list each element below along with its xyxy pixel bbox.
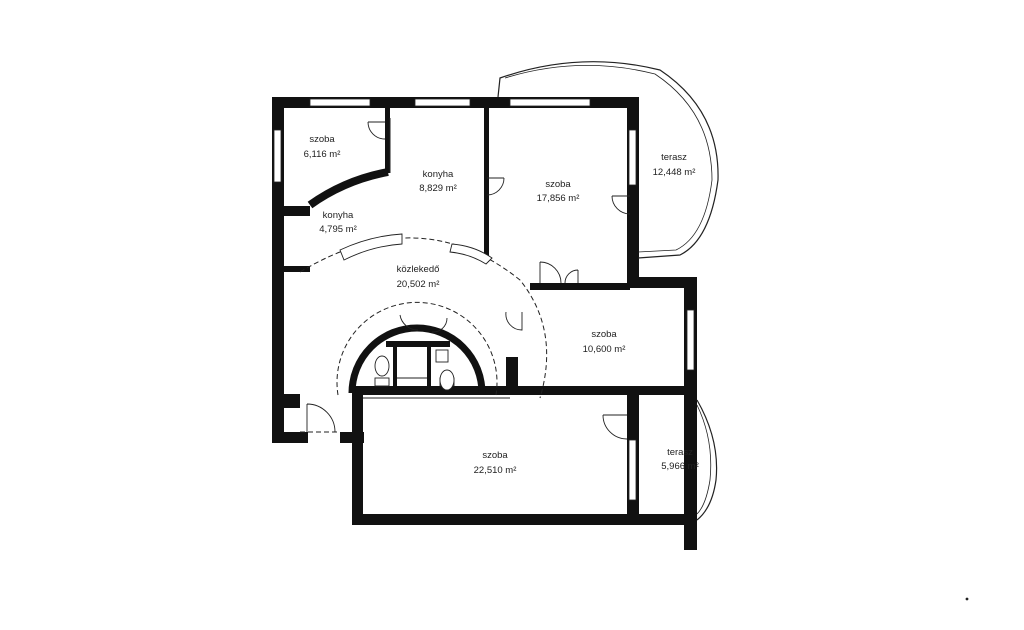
corner-dot	[965, 597, 969, 601]
wall-between-east-rooms	[530, 283, 630, 290]
doors	[306, 121, 631, 440]
room-name-szoba-nw: szoba	[309, 134, 335, 145]
wall-bath-right	[427, 341, 431, 387]
wall-step-east	[627, 277, 697, 288]
door-terrace-se	[602, 414, 628, 440]
wall-south-room-west	[352, 394, 363, 525]
window-west	[273, 129, 282, 183]
wall-stub-west-1	[284, 206, 310, 216]
bath-dashed-arc	[336, 301, 498, 396]
door-terrace-ne	[611, 195, 631, 215]
wall-terrace-se	[684, 514, 697, 550]
counter-curved-left	[339, 233, 403, 261]
corridor-dashed-arc	[299, 237, 548, 399]
room-name-konyha-n: konyha	[423, 169, 454, 180]
wall-west	[272, 97, 284, 443]
door-szoba-nw	[367, 121, 386, 140]
wall-bath-left	[393, 341, 397, 387]
wall-corridor-east-block	[506, 357, 518, 395]
wall-east-lower	[684, 395, 697, 550]
wall-stub-west-2	[284, 266, 310, 272]
room-area-szoba-s: 22,510 m²	[474, 465, 517, 476]
wall-curved-north	[307, 168, 389, 209]
wall-szoba-nw-east	[385, 108, 390, 173]
wall-bath-divider	[386, 341, 450, 347]
windows	[273, 98, 695, 501]
wall-east-upper	[627, 97, 639, 287]
toilet-bowl-left	[374, 355, 390, 377]
door-entrance	[306, 403, 336, 433]
wall-entrance-jamb	[284, 394, 300, 408]
window-north-1	[309, 98, 371, 107]
bath-fixtures	[374, 349, 455, 391]
room-name-terasz-se: terasz	[667, 447, 693, 458]
room-area-szoba-ne: 17,856 m²	[537, 193, 580, 204]
window-east-middle	[686, 309, 695, 371]
room-name-terasz-ne: terasz	[661, 152, 687, 163]
window-north-2	[414, 98, 471, 107]
door-bath-2	[431, 317, 448, 333]
wall-entrance-left	[272, 432, 308, 443]
toilet-tank-left	[374, 377, 390, 387]
room-area-terasz-se: 5,966 m²	[661, 461, 699, 472]
room-labels: szoba 6,116 m² konyha 8,829 m² szoba 17,…	[304, 134, 699, 476]
room-name-szoba-s: szoba	[482, 450, 508, 461]
room-area-szoba-e: 10,600 m²	[583, 344, 626, 355]
wall-bath-pod	[348, 324, 486, 394]
room-area-szoba-nw: 6,116 m²	[304, 149, 341, 160]
window-terrace-se	[628, 439, 637, 501]
room-area-konyha-n: 8,829 m²	[419, 183, 457, 194]
room-name-kozlekedo: közlekedő	[397, 264, 440, 275]
counter-curved-right	[449, 243, 493, 265]
window-east-upper	[628, 129, 637, 186]
door-konyha-east	[486, 177, 505, 196]
room-name-konyha-w: konyha	[323, 210, 354, 221]
room-area-konyha-w: 4,795 m²	[319, 224, 357, 235]
room-name-szoba-ne: szoba	[545, 179, 571, 190]
toilet-bowl-right	[439, 369, 455, 391]
door-bath-1	[399, 314, 419, 331]
room-area-terasz-ne: 12,448 m²	[653, 167, 696, 178]
door-szoba-e-left	[539, 261, 562, 284]
terrace-se-outline-inner	[696, 404, 712, 515]
room-area-kozlekedo: 20,502 m²	[397, 279, 440, 290]
wall-south-room-north	[352, 386, 693, 395]
sink-right	[435, 349, 449, 363]
wall-south	[352, 514, 697, 525]
door-szoba-e-right	[564, 269, 579, 284]
window-north-3	[509, 98, 591, 107]
terrace-ne-outline-inner	[504, 65, 713, 253]
room-name-szoba-e: szoba	[591, 329, 617, 340]
door-corridor-east	[505, 311, 523, 331]
terrace-se-outline	[696, 399, 718, 521]
wall-konyha-east	[484, 108, 489, 262]
terrace-ne-outline	[497, 61, 719, 259]
